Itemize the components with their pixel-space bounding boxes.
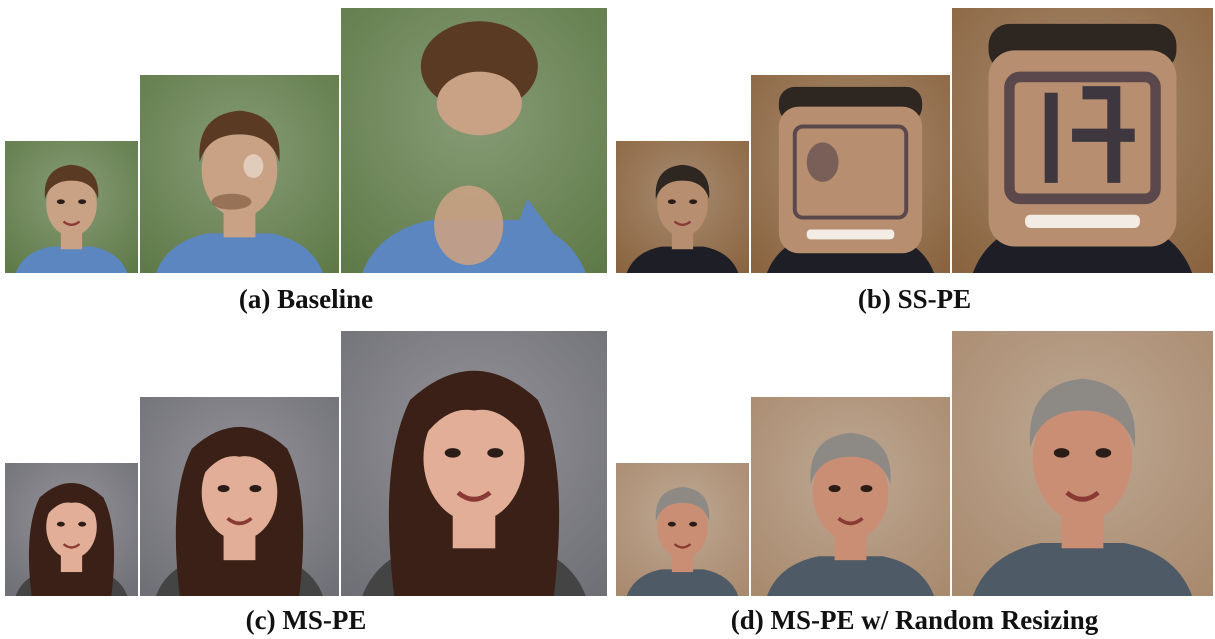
panel-d-face-image-2 bbox=[751, 397, 950, 596]
panel-b-face-image-1 bbox=[616, 141, 749, 273]
panel-c-face-image-3 bbox=[341, 331, 607, 596]
panel-b-caption: (b) SS-PE bbox=[857, 284, 972, 314]
panel-d-face-image-1 bbox=[616, 463, 749, 596]
panel-c-face-image-2 bbox=[140, 397, 339, 596]
panel-c-face-image-1 bbox=[5, 463, 138, 596]
panel-a-face-image-2 bbox=[140, 75, 339, 273]
panel-a-face-image-3 bbox=[341, 8, 607, 273]
panel-d-caption: (d) MS-PE w/ Random Resizing bbox=[730, 605, 1099, 635]
panel-a-caption: (a) Baseline bbox=[238, 284, 374, 314]
panel-d-face-image-3 bbox=[952, 331, 1213, 596]
panel-b-face-image-3 bbox=[952, 8, 1213, 273]
panel-b-face-image-2 bbox=[751, 75, 950, 273]
panel-c-caption: (c) MS-PE bbox=[245, 605, 367, 635]
panel-a-face-image-1 bbox=[5, 141, 138, 273]
